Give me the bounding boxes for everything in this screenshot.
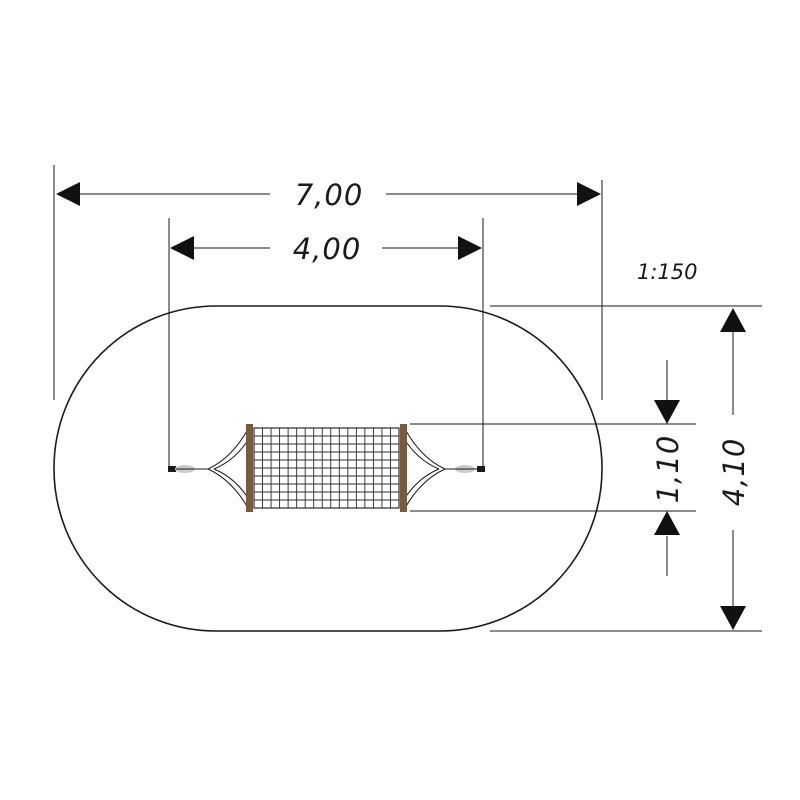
arrowhead-right (458, 236, 482, 260)
net-grid (253, 427, 400, 509)
rope-right (404, 428, 477, 509)
net-equipment (168, 424, 485, 512)
arrowhead-left (170, 236, 194, 260)
item-width-label: 4,00 (293, 232, 362, 266)
total-width-label: 7,00 (295, 178, 364, 212)
arrowhead-top (720, 308, 746, 332)
dimension-total-width: 7,00 (53, 165, 603, 400)
total-depth-label: 4,10 (717, 438, 751, 507)
arrowhead-right (577, 182, 601, 206)
safety-zone-outline (53, 305, 603, 632)
dimension-item-depth: 1,10 (410, 360, 696, 576)
anchor-right (477, 466, 485, 472)
scale-label: 1:150 (637, 260, 698, 284)
arrowhead-left (56, 182, 80, 206)
dimension-item-width: 4,00 (168, 218, 484, 470)
wooden-bar-left (246, 424, 253, 512)
arrowhead-bottom (654, 511, 680, 535)
item-depth-label: 1,10 (651, 435, 685, 504)
anchor-left (168, 466, 176, 472)
rope-right-inner (402, 436, 440, 502)
wooden-bar-right (400, 424, 407, 512)
arrowhead-bottom (720, 606, 746, 630)
dimension-total-depth: 4,10 (490, 305, 762, 632)
rope-left (176, 428, 249, 509)
arrowhead-top (654, 400, 680, 424)
rope-left-inner (213, 436, 251, 502)
